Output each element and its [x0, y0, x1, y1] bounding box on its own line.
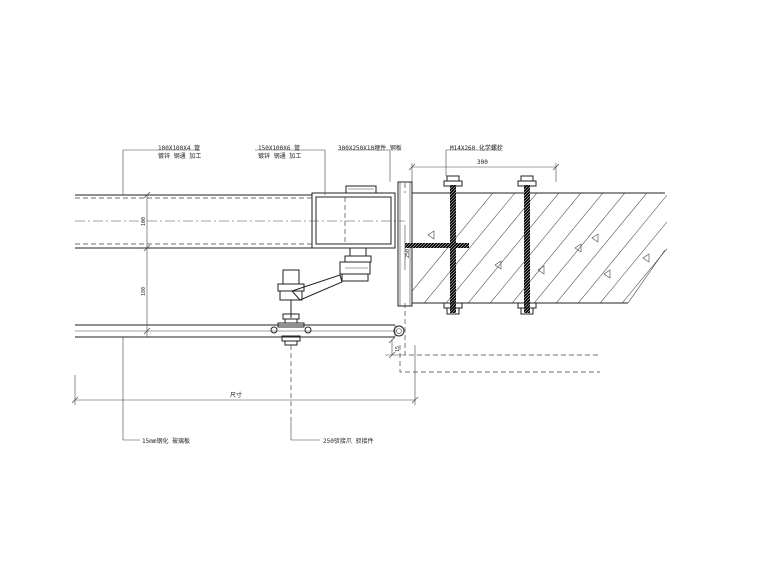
- anchor-bolts: [405, 175, 537, 315]
- label-tube-100-sub: 镀锌 钢通 加工: [158, 152, 201, 160]
- label-tube-100: 100X100X4 管: [158, 144, 200, 152]
- label-embedded-plate: 300X250X10埋件 钢板: [338, 144, 402, 152]
- dim-250: 250: [405, 249, 411, 258]
- dimension-lines: [71, 163, 560, 405]
- concrete-wall: [411, 192, 667, 304]
- dim-300: 300: [477, 159, 488, 166]
- label-glass-panel: 15mm钢化 玻璃板: [142, 437, 190, 445]
- label-spider-fitting: 250驳接爪 驳接件: [323, 437, 373, 445]
- dim-total: 尺寸: [230, 391, 242, 399]
- dim-100: 100: [141, 217, 147, 226]
- label-anchor-bolt: M14X260 化学螺栓: [450, 144, 503, 152]
- label-tube-150-sub: 镀锌 钢通 加工: [258, 152, 301, 160]
- dim-15: 15: [395, 346, 401, 352]
- spider-fitting: [270, 269, 343, 420]
- dim-180: 180: [141, 287, 147, 296]
- channel-150x100: [311, 185, 396, 282]
- glass-panel: [75, 324, 405, 338]
- tube-100x100: [75, 194, 405, 249]
- label-tube-150: 150X100X6 管: [258, 144, 300, 152]
- leader-lines: [122, 149, 500, 441]
